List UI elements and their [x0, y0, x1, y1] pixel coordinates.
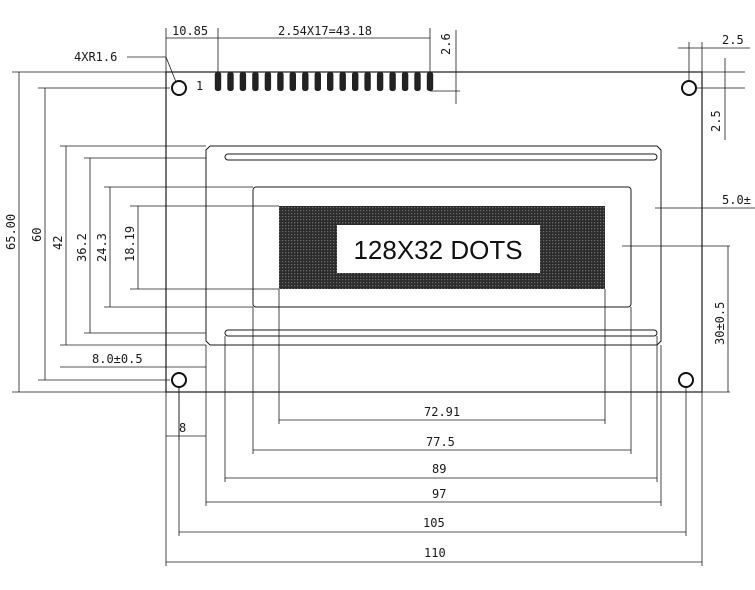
svg-text:30±0.5: 30±0.5	[713, 302, 727, 345]
bezel-bottom-slot	[224, 329, 658, 337]
dim-right-edge-offset: 5.0±	[655, 193, 755, 209]
dim-hole-right-offset: 2.5	[678, 33, 750, 80]
mounting-hole-top-right	[681, 80, 697, 96]
header-pin	[252, 72, 259, 91]
header-pin	[414, 72, 421, 91]
mounting-hole-top-left	[171, 80, 187, 96]
svg-text:24.3: 24.3	[95, 233, 109, 262]
svg-text:77.5: 77.5	[426, 435, 455, 449]
dim-hole-spec: 4XR1.6	[74, 50, 177, 83]
svg-text:89: 89	[432, 462, 446, 476]
display-label: 128X32 DOTS	[353, 235, 522, 265]
dot-matrix-label-box	[337, 225, 540, 273]
header-pin	[401, 72, 409, 91]
header-pin	[389, 72, 396, 91]
view-area	[252, 186, 632, 308]
svg-text:72.91: 72.91	[424, 405, 460, 419]
header-pin	[339, 72, 346, 91]
header-pin	[352, 72, 359, 91]
svg-text:10.85: 10.85	[172, 24, 208, 38]
svg-text:2.54X17=43.18: 2.54X17=43.18	[278, 24, 372, 38]
dim-view-width: 89	[224, 336, 658, 482]
dim-dots-height: 18.19	[123, 205, 279, 290]
header-pin	[426, 72, 434, 91]
header-pin	[302, 72, 309, 91]
dim-pin-offset: 10.85	[165, 24, 219, 72]
dim-pin-pitch: 2.54X17=43.18	[218, 24, 431, 72]
header-pin	[314, 72, 321, 91]
header-pin	[376, 72, 384, 91]
mounting-hole-bottom-left	[171, 372, 187, 388]
svg-text:2.5: 2.5	[722, 33, 744, 47]
svg-text:60: 60	[30, 228, 44, 242]
pin-header	[214, 72, 434, 91]
svg-text:65.00: 65.00	[4, 214, 18, 250]
dim-bezel-width: 97	[205, 345, 662, 506]
header-pin	[364, 72, 371, 91]
header-pin	[239, 72, 247, 91]
dim-hole-width: 105	[178, 388, 687, 536]
svg-text:36.2: 36.2	[75, 233, 89, 262]
svg-text:4XR1.6: 4XR1.6	[74, 50, 117, 64]
dim-left-hole-offset: 8	[165, 388, 206, 440]
header-pin	[214, 72, 222, 91]
dim-total-height: 65.00	[4, 71, 166, 393]
mounting-hole-bottom-right	[678, 372, 694, 388]
dim-vertical-center: 30±0.5	[622, 245, 730, 393]
svg-text:5.0±: 5.0±	[722, 193, 751, 207]
dim-active-height: 24.3	[95, 186, 253, 308]
svg-text:2.5: 2.5	[709, 110, 723, 132]
dim-pin-height: 2.6	[430, 30, 460, 104]
svg-text:2.6: 2.6	[439, 33, 453, 55]
bezel-top-slot	[224, 153, 658, 161]
svg-text:97: 97	[432, 487, 446, 501]
svg-text:18.19: 18.19	[123, 226, 137, 262]
dim-bottom-offset: 8.0±0.5	[60, 352, 206, 368]
header-pin	[327, 72, 334, 91]
dim-active-width: 77.5	[252, 307, 632, 454]
dim-view-height: 36.2	[75, 157, 206, 334]
header-pin	[227, 72, 234, 91]
bezel-frame	[205, 145, 662, 346]
svg-text:42: 42	[51, 236, 65, 250]
svg-text:110: 110	[424, 546, 446, 560]
svg-text:8.0±0.5: 8.0±0.5	[92, 352, 143, 366]
dim-bezel-height: 42	[51, 145, 206, 346]
svg-text:105: 105	[423, 516, 445, 530]
dim-hole-top-offset: 2.5	[697, 58, 745, 140]
dim-dots-width: 72.91	[278, 289, 606, 424]
dim-hole-height: 60	[30, 87, 170, 381]
header-pin	[277, 72, 284, 91]
svg-text:8: 8	[179, 421, 186, 435]
header-pin	[289, 72, 296, 91]
dim-total-width: 110	[165, 392, 703, 566]
pin1-label: 1	[196, 79, 203, 93]
header-pin	[264, 72, 272, 91]
